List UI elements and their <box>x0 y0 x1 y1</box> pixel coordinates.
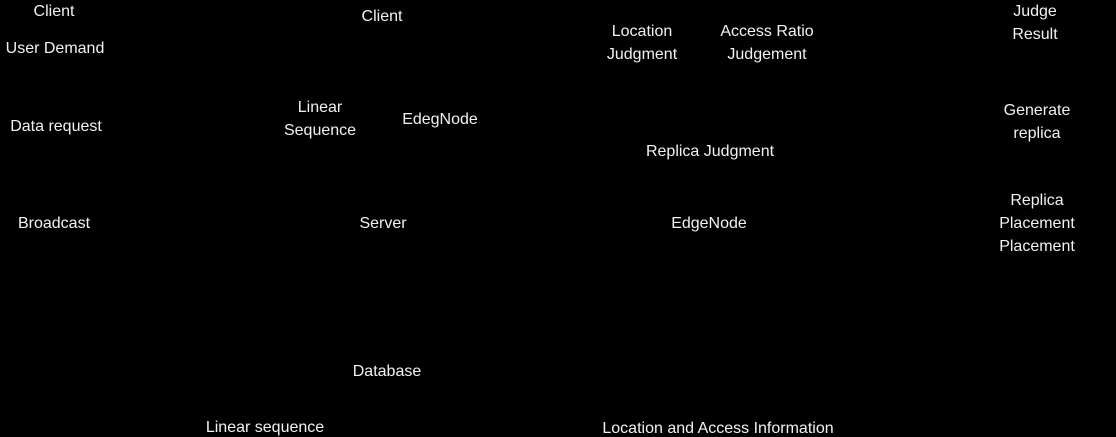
edegnode-label: EdegNode <box>402 111 478 128</box>
location-judgment-label: Location Judgment <box>606 23 678 63</box>
generate-replica-label: Generate replica <box>1003 102 1080 142</box>
user-demand-label: User Demand <box>5 40 105 57</box>
database-label: Database <box>352 363 422 380</box>
broadcast-label: Broadcast <box>17 215 91 232</box>
client-label-left: Client <box>33 3 75 20</box>
server-label: Server <box>359 215 407 232</box>
edgenode-label: EdgeNode <box>671 215 747 232</box>
judge-result-label: Judge Result <box>1012 3 1062 43</box>
data-request-label: Data request <box>10 118 102 135</box>
access-ratio-judgement-label: Access Ratio Judgement <box>720 23 814 63</box>
linear-sequence-label-upper: Linear Sequence <box>283 99 357 139</box>
replica-placement-label: Replica Placement Placement <box>999 192 1075 255</box>
location-access-information-label: Location and Access Information <box>602 420 834 437</box>
client-label-middle: Client <box>361 8 403 25</box>
replica-judgment-label: Replica Judgment <box>645 143 775 160</box>
linear-sequence-label-lower: Linear sequence <box>205 419 325 436</box>
